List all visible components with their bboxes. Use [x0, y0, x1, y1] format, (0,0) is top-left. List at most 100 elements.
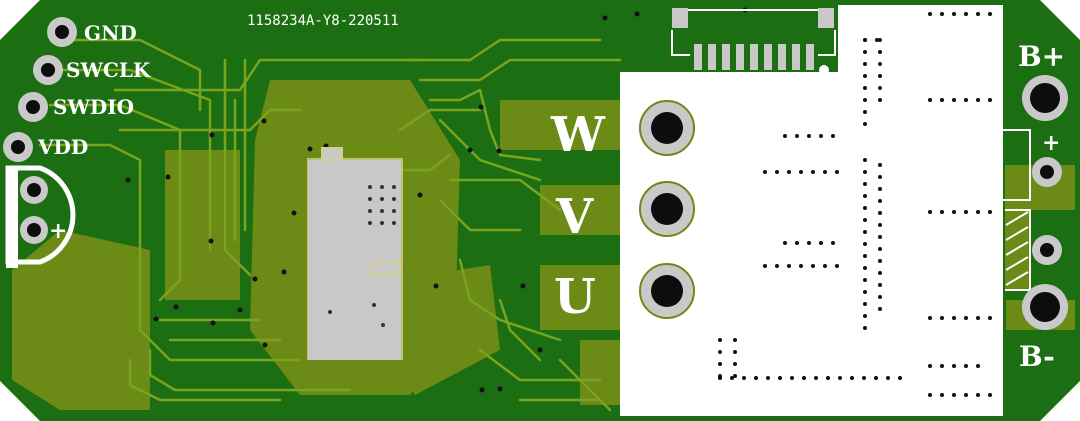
via [742, 376, 746, 380]
via [863, 302, 867, 306]
left-connector-plus-label: + [49, 218, 67, 244]
via [952, 98, 956, 102]
via [863, 86, 867, 90]
via [863, 326, 867, 330]
via [863, 266, 867, 270]
via [964, 364, 968, 368]
via [928, 393, 932, 397]
via [976, 316, 980, 320]
via [878, 98, 882, 102]
via [964, 316, 968, 320]
via [988, 210, 992, 214]
via [878, 211, 882, 215]
traces [38, 38, 622, 412]
phase-w-pad [639, 100, 695, 156]
via [878, 163, 882, 167]
via [964, 12, 968, 16]
via [928, 364, 932, 368]
via [878, 50, 882, 54]
via [940, 210, 944, 214]
via [787, 170, 791, 174]
via [863, 110, 867, 114]
vias [125, 7, 748, 393]
via [819, 134, 823, 138]
swclk-label: SWCLK [66, 58, 151, 82]
via [878, 283, 882, 287]
via [898, 376, 902, 380]
via [783, 134, 787, 138]
via [766, 376, 770, 380]
via [718, 350, 722, 354]
via [874, 376, 878, 380]
via [718, 362, 722, 366]
via [952, 12, 956, 16]
via [988, 12, 992, 16]
via [878, 62, 882, 66]
via [988, 316, 992, 320]
via [878, 199, 882, 203]
via [811, 264, 815, 268]
via [928, 12, 932, 16]
phase-u-label: U [554, 269, 596, 325]
via [988, 393, 992, 397]
via [928, 210, 932, 214]
via [878, 86, 882, 90]
via [878, 295, 882, 299]
via [754, 376, 758, 380]
via [863, 230, 867, 234]
via [940, 316, 944, 320]
via [799, 170, 803, 174]
via [823, 264, 827, 268]
via [863, 278, 867, 282]
via [850, 376, 854, 380]
via [799, 264, 803, 268]
via [863, 158, 867, 162]
via [763, 170, 767, 174]
via [819, 241, 823, 245]
phase-w-label: W [550, 107, 606, 163]
via [976, 12, 980, 16]
swdio-label: SWDIO [53, 95, 134, 119]
via [835, 264, 839, 268]
via [831, 134, 835, 138]
via [863, 206, 867, 210]
via [862, 376, 866, 380]
battery-negative-label: B- [1019, 340, 1055, 373]
fpc-connector [671, 8, 836, 75]
battery-positive-label: B+ [1018, 40, 1065, 73]
via [863, 50, 867, 54]
via [976, 210, 980, 214]
via [823, 170, 827, 174]
via [795, 241, 799, 245]
left-connector [5, 165, 76, 268]
via [964, 210, 968, 214]
via [878, 271, 882, 275]
via [940, 393, 944, 397]
phase-v-label: V [555, 189, 594, 245]
debug-pads [3, 17, 77, 162]
via [976, 364, 980, 368]
via [863, 314, 867, 318]
via [952, 364, 956, 368]
via [863, 242, 867, 246]
via [863, 170, 867, 174]
via [878, 307, 882, 311]
via [718, 338, 722, 342]
via [878, 74, 882, 78]
via [878, 187, 882, 191]
via [733, 350, 737, 354]
via [783, 241, 787, 245]
via [928, 316, 932, 320]
battery-positive-pad [1022, 75, 1068, 121]
via [814, 376, 818, 380]
via [831, 241, 835, 245]
via [863, 74, 867, 78]
via [733, 338, 737, 342]
via [802, 376, 806, 380]
via [863, 254, 867, 258]
via [940, 364, 944, 368]
via [775, 264, 779, 268]
battery-negative-pad [1022, 284, 1068, 330]
via [952, 393, 956, 397]
